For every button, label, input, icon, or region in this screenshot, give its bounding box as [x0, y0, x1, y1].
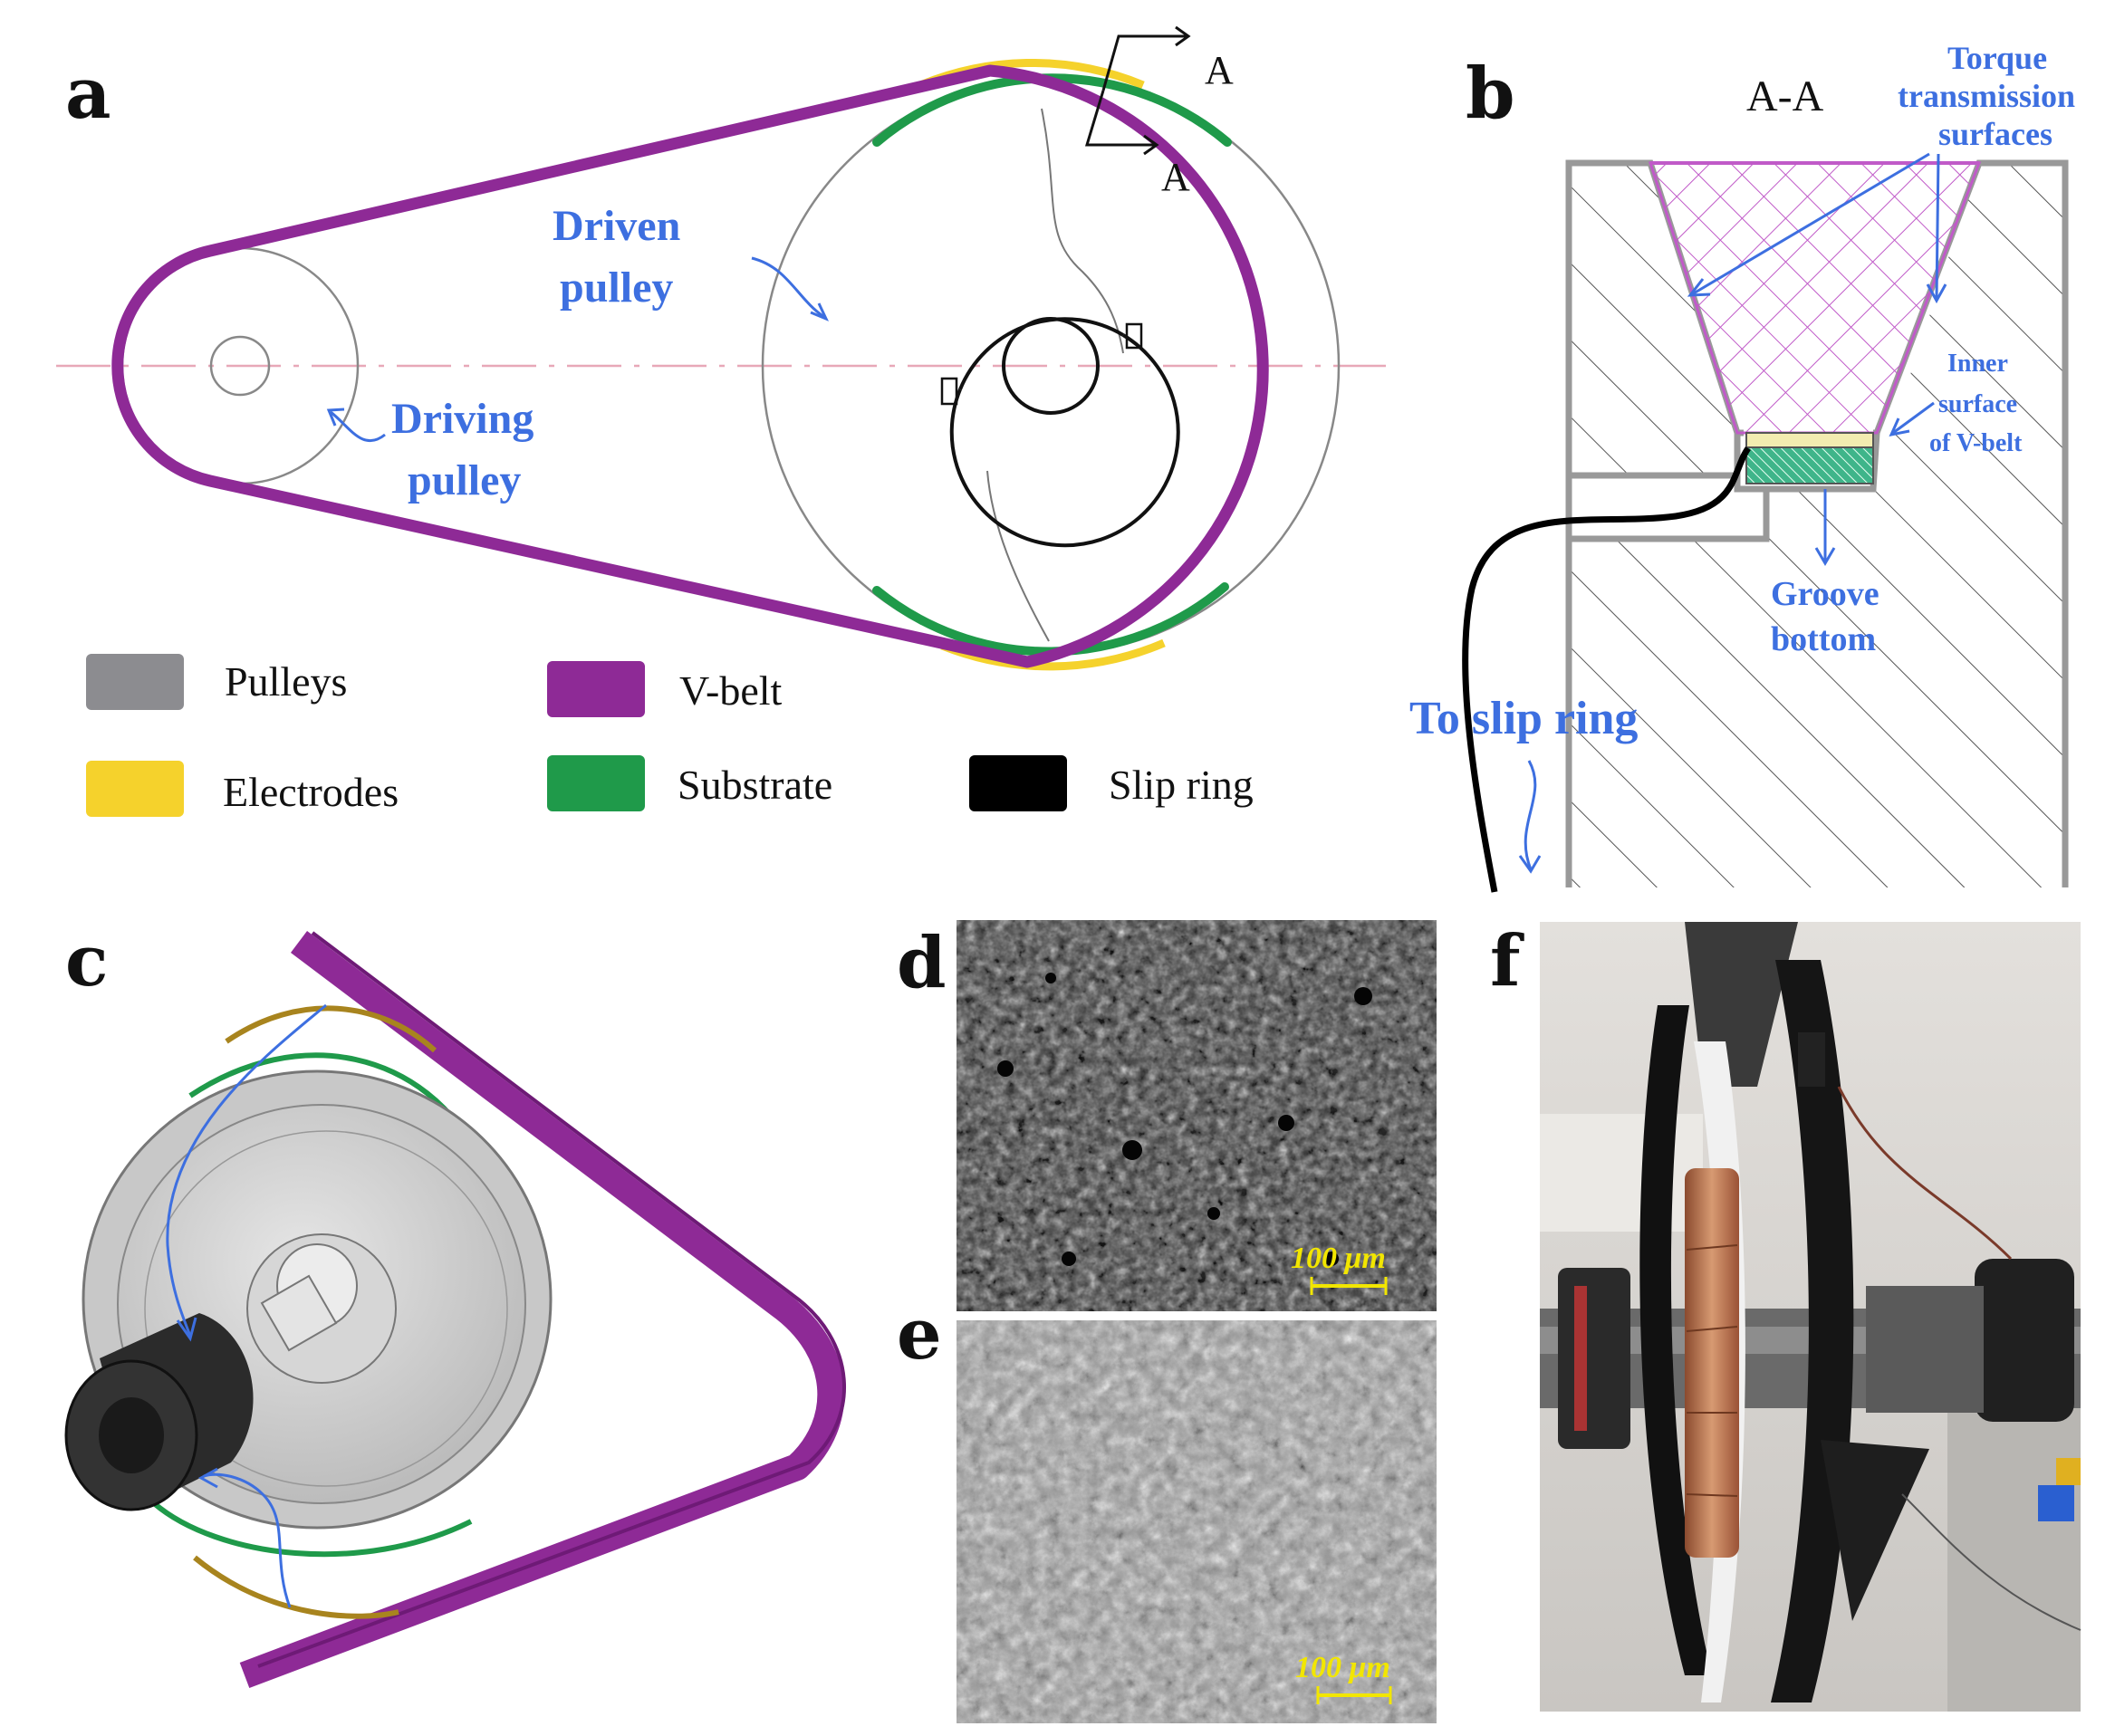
- slip-ring-arrow: [1524, 760, 1537, 870]
- scale-text-e: 100 μm: [1295, 1651, 1390, 1684]
- groove-label-line1: Groove: [1771, 575, 1879, 613]
- panel-label-e: e: [897, 1293, 942, 1376]
- inner-arrow: [1892, 401, 1935, 435]
- legend-swatch-slipring: [969, 755, 1067, 811]
- electrode-3d-bottom: [193, 1555, 399, 1619]
- section-title: A-A: [1746, 72, 1824, 120]
- panel-label-c: c: [65, 920, 109, 1002]
- photo-copper-electrode: [1685, 1168, 1739, 1558]
- legend-swatch-substrate: [547, 755, 645, 811]
- panel-d: d 100 μm: [897, 920, 1437, 1311]
- panel-label-d: d: [897, 922, 947, 1004]
- panel-e: e 100 μm: [897, 1293, 1437, 1723]
- photo-pulley-disc-right: [1771, 960, 1854, 1702]
- driving-pulley-hub: [209, 335, 271, 397]
- slip-ring-label: To slip ring: [1409, 693, 1638, 744]
- legend-swatch-electrodes: [86, 761, 184, 817]
- substrate-layer: [1745, 446, 1874, 484]
- panel-a: a A A Driven pulley: [56, 25, 1386, 817]
- panel-label-a: a: [65, 53, 111, 135]
- photo-left-bearing: [1558, 1268, 1630, 1449]
- legend-label-slipring: Slip ring: [1109, 762, 1254, 808]
- panel-b: b A-A Torque transmission surfaces Inner…: [1409, 40, 2075, 893]
- wire-upper: [1041, 108, 1124, 354]
- driven-label-line1: Driven: [553, 202, 680, 250]
- inner-label-line2: surface: [1938, 390, 2017, 418]
- legend-label-pulleys: Pulleys: [225, 658, 347, 705]
- sem-image-e: [957, 1320, 1437, 1723]
- legend-swatch-pulleys: [86, 654, 184, 710]
- section-marker-upper: [1101, 34, 1187, 91]
- panel-f: f: [1490, 920, 2081, 1712]
- slip-ring-terminal-right: [1125, 322, 1143, 350]
- torque-label-line1: Torque: [1947, 40, 2047, 76]
- legend-label-vbelt: V-belt: [679, 667, 783, 714]
- electrode-3d-top: [225, 1005, 437, 1053]
- driving-label-line2: pulley: [408, 456, 521, 504]
- v-belt: [111, 64, 1269, 668]
- electrode-layer: [1745, 432, 1874, 448]
- panel-c: c: [64, 920, 846, 1689]
- slip-ring-terminal-left: [940, 377, 958, 406]
- legend-label-substrate: Substrate: [678, 762, 832, 808]
- inner-label-line1: Inner: [1947, 350, 2008, 378]
- panel-label-f: f: [1490, 920, 1524, 1002]
- torque-label-line3: surfaces: [1938, 116, 2053, 152]
- section-letter-lower: A: [1161, 155, 1190, 199]
- groove-label-line2: bottom: [1771, 620, 1876, 658]
- photo-pulley-disc-left: [1639, 1005, 1712, 1675]
- slip-ring: [949, 333, 1180, 548]
- photo-wire: [1837, 1086, 2013, 1261]
- panel-label-b: b: [1466, 53, 1515, 135]
- torque-arrow-left: [1691, 152, 1930, 296]
- wire-lower: [986, 470, 1050, 642]
- legend-label-electrodes: Electrodes: [223, 769, 399, 815]
- wire-arrow-bottom: [203, 1472, 292, 1608]
- sem-image-d: [957, 920, 1437, 1311]
- sem-pores-d: [997, 973, 1372, 1266]
- section-marker-lower: [1084, 90, 1155, 147]
- slip-ring-cable: [1462, 446, 1751, 893]
- slip-ring-bore: [1002, 317, 1100, 415]
- driving-arrow: [330, 410, 386, 443]
- torque-arrow-right: [1935, 153, 1940, 300]
- substrate-3d-bottom: [152, 1501, 473, 1558]
- section-letter-upper: A: [1205, 48, 1234, 92]
- inner-label-line3: of V-belt: [1929, 429, 2023, 457]
- wire-arrow-top: [166, 1003, 327, 1337]
- driving-label-line1: Driving: [391, 395, 534, 443]
- legend: Pulleys V-belt Electrodes Substrate Slip…: [86, 654, 1254, 817]
- photo-right-housing: [1975, 1259, 2074, 1422]
- belt-3d: [239, 931, 845, 1689]
- torque-label-line2: transmission: [1898, 78, 2075, 114]
- driven-label-line2: pulley: [560, 264, 673, 312]
- driven-arrow: [751, 256, 825, 319]
- scale-text-d: 100 μm: [1291, 1242, 1386, 1275]
- legend-swatch-vbelt: [547, 661, 645, 717]
